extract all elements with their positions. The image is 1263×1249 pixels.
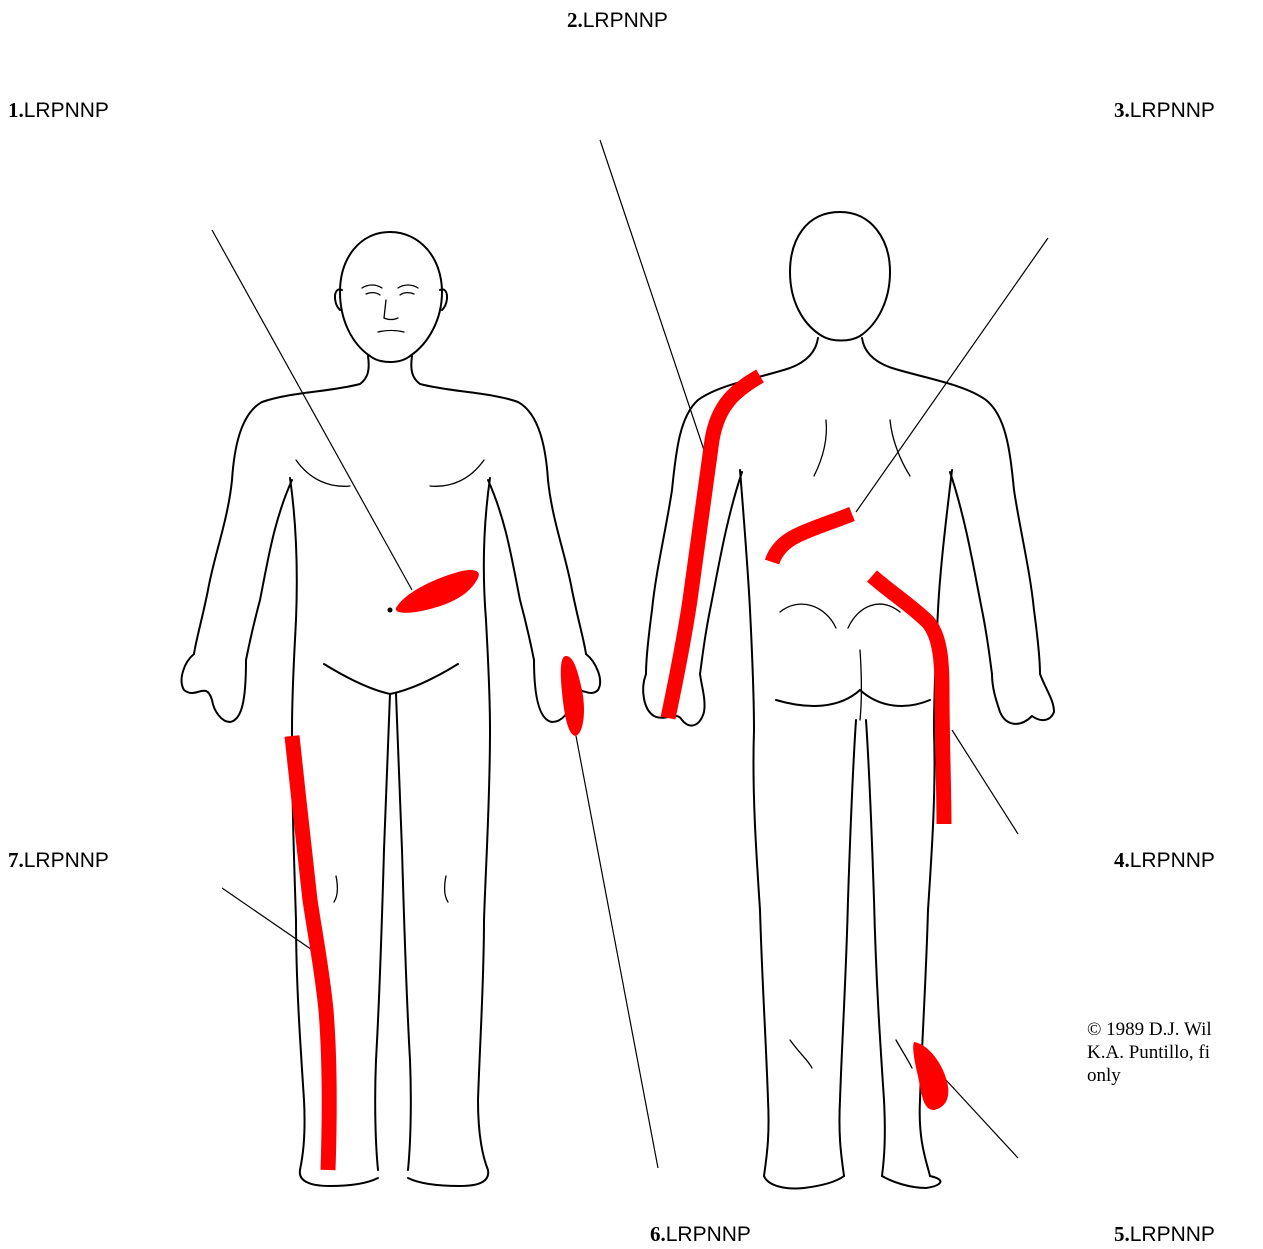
- callout-1: 1.LRPNNP: [8, 98, 109, 123]
- callout-code: LRPNNP: [24, 99, 109, 122]
- callout-number: 2.: [567, 8, 583, 32]
- callout-6: 6.LRPNNP: [650, 1222, 751, 1247]
- callout-4: 4.LRPNNP: [1114, 848, 1215, 873]
- callout-3: 3.LRPNNP: [1114, 98, 1215, 123]
- copyright-line-2: K.A. Puntillo, fi: [1087, 1041, 1263, 1064]
- pain-mark-6-hand: [561, 656, 584, 736]
- copyright-line-3: only: [1087, 1064, 1263, 1087]
- callout-number: 7.: [8, 848, 24, 872]
- callout-code: LRPNNP: [1130, 1223, 1215, 1246]
- callout-code: LRPNNP: [1130, 849, 1215, 872]
- copyright-notice: © 1989 D.J. Wil K.A. Puntillo, fi only: [1087, 1018, 1263, 1087]
- pain-mark-7-front-leg: [292, 736, 329, 1170]
- leader-line-6: [576, 736, 658, 1168]
- leader-line-5: [946, 1080, 1018, 1158]
- pain-mark-3-back-flank: [772, 514, 852, 562]
- back-body-figure: [643, 212, 1054, 1189]
- pain-markings: [292, 376, 948, 1170]
- callout-code: LRPNNP: [24, 849, 109, 872]
- callout-number: 4.: [1114, 848, 1130, 872]
- callout-2: 2.LRPNNP: [567, 8, 668, 33]
- leader-line-2: [600, 140, 706, 456]
- callout-number: 3.: [1114, 98, 1130, 122]
- callout-number: 5.: [1114, 1222, 1130, 1246]
- callout-5: 5.LRPNNP: [1114, 1222, 1215, 1247]
- pain-mark-5-heel: [913, 1042, 948, 1110]
- copyright-line-1: © 1989 D.J. Wil: [1087, 1018, 1263, 1041]
- callout-number: 6.: [650, 1222, 666, 1246]
- pain-mark-1-abdomen: [396, 570, 479, 613]
- leader-line-4: [952, 730, 1018, 834]
- pain-mark-4-back-thigh: [872, 576, 944, 824]
- callout-code: LRPNNP: [583, 9, 668, 32]
- leader-line-1: [212, 230, 412, 590]
- callout-7: 7.LRPNNP: [8, 848, 109, 873]
- callout-number: 1.: [8, 98, 24, 122]
- leader-lines: [212, 140, 1048, 1168]
- front-body-figure: [182, 232, 600, 1186]
- callout-code: LRPNNP: [1130, 99, 1215, 122]
- callout-code: LRPNNP: [666, 1223, 751, 1246]
